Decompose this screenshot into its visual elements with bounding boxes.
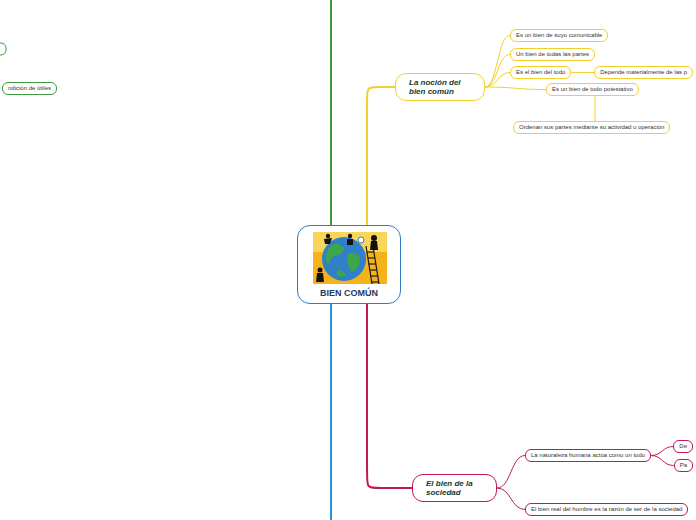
- cut-node: [0, 43, 6, 55]
- node-label: Es el bien del todo: [516, 69, 565, 76]
- node-label: Es un bien de suyo comunicable: [516, 32, 602, 39]
- central-topic: BIEN COMÚN: [297, 225, 401, 304]
- node-label: Ordenan sus partes mediante su actividad…: [519, 124, 664, 131]
- branch-connector: [651, 456, 674, 466]
- branch-line: [330, 302, 332, 520]
- branch-connector: [485, 73, 510, 88]
- node-label: De: [679, 443, 687, 450]
- branch-connector: [485, 36, 510, 88]
- node-label: Depende materialmente de las p: [600, 69, 687, 76]
- subtopic-box: Pa: [674, 459, 693, 472]
- branch-connector: [497, 488, 525, 510]
- globe-illustration: [298, 226, 402, 290]
- subtopic-box: De: [673, 440, 693, 453]
- main-topic: La noción del bien común: [395, 73, 485, 101]
- node-label: El bien real del hombre es la razón de s…: [531, 506, 682, 513]
- subtopic-box: Depende materialmente de las p: [594, 66, 693, 79]
- node-label: La noción del bien común: [409, 78, 478, 96]
- node-label: Es un bien de todo potestativo: [552, 86, 633, 93]
- node-label: ndición de útiles: [8, 85, 51, 92]
- subtopic-box: Es el bien del todo: [510, 66, 571, 79]
- branch-connector: [497, 456, 525, 489]
- branch-connector: [485, 87, 546, 90]
- subtopic-box: La naturaleza humana actúa como un todo: [525, 449, 651, 462]
- node-label: El bien de la sociedad: [426, 479, 490, 497]
- subtopic-box: Un bien de todas las partes: [510, 48, 595, 61]
- subtopic-box: El bien real del hombre es la razón de s…: [525, 503, 688, 516]
- subtopic-box: ndición de útiles: [2, 82, 57, 95]
- branch-connector: [485, 55, 510, 88]
- node-label: Un bien de todas las partes: [516, 51, 589, 58]
- main-topic: El bien de la sociedad: [412, 474, 497, 502]
- subtopic-box: Es un bien de todo potestativo: [546, 83, 639, 96]
- node-label: BIEN COMÚN: [298, 288, 400, 298]
- branch-connector: [367, 304, 412, 488]
- branch-line: [330, 0, 332, 226]
- branch-connector: [367, 87, 395, 225]
- branch-connector: [595, 96, 596, 121]
- branch-connector: [571, 72, 594, 73]
- subtopic-box: Ordenan sus partes mediante su actividad…: [513, 121, 670, 134]
- subtopic-box: Es un bien de suyo comunicable: [510, 29, 608, 42]
- node-label: Pa: [680, 462, 687, 469]
- branch-connector: [651, 447, 673, 456]
- node-label: La naturaleza humana actúa como un todo: [531, 452, 645, 459]
